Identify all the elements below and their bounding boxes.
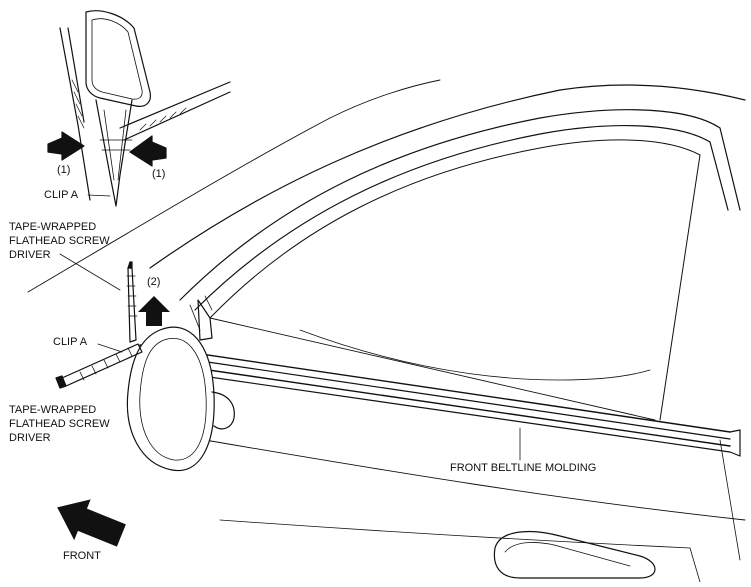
- screwdriver-lower: [55, 343, 143, 389]
- step-1-label-left: (1): [57, 164, 71, 176]
- push-arrow-left-icon: [47, 131, 85, 161]
- tool-label-top-line-3: DRIVER: [9, 249, 51, 261]
- tool-label-top-line-1: TAPE-WRAPPED: [9, 221, 97, 233]
- door-body: [27, 79, 746, 583]
- side-mirror: [126, 326, 235, 472]
- step-2-label: (2): [147, 276, 161, 288]
- tool-label-bottom-line-2: FLATHEAD SCREW: [9, 418, 110, 430]
- tool-label-top-line-2: FLATHEAD SCREW: [9, 235, 110, 247]
- lift-arrow-icon: [138, 296, 170, 326]
- molding-label: FRONT BELTLINE MOLDING: [450, 462, 597, 474]
- push-arrow-right-icon: [129, 135, 167, 167]
- tool-label-bottom-line-3: DRIVER: [9, 432, 51, 444]
- step-1-label-right: (1): [152, 168, 166, 180]
- front-label: FRONT: [63, 550, 101, 562]
- tool-label-bottom-line-1: TAPE-WRAPPED: [9, 404, 97, 416]
- clip-a-label-top: CLIP A: [44, 189, 79, 201]
- clip-a-label-bottom: CLIP A: [53, 336, 88, 348]
- clip-detail-inset: [59, 10, 231, 207]
- front-direction-arrow-icon: [57, 499, 126, 547]
- screwdriver-upper: [126, 261, 138, 343]
